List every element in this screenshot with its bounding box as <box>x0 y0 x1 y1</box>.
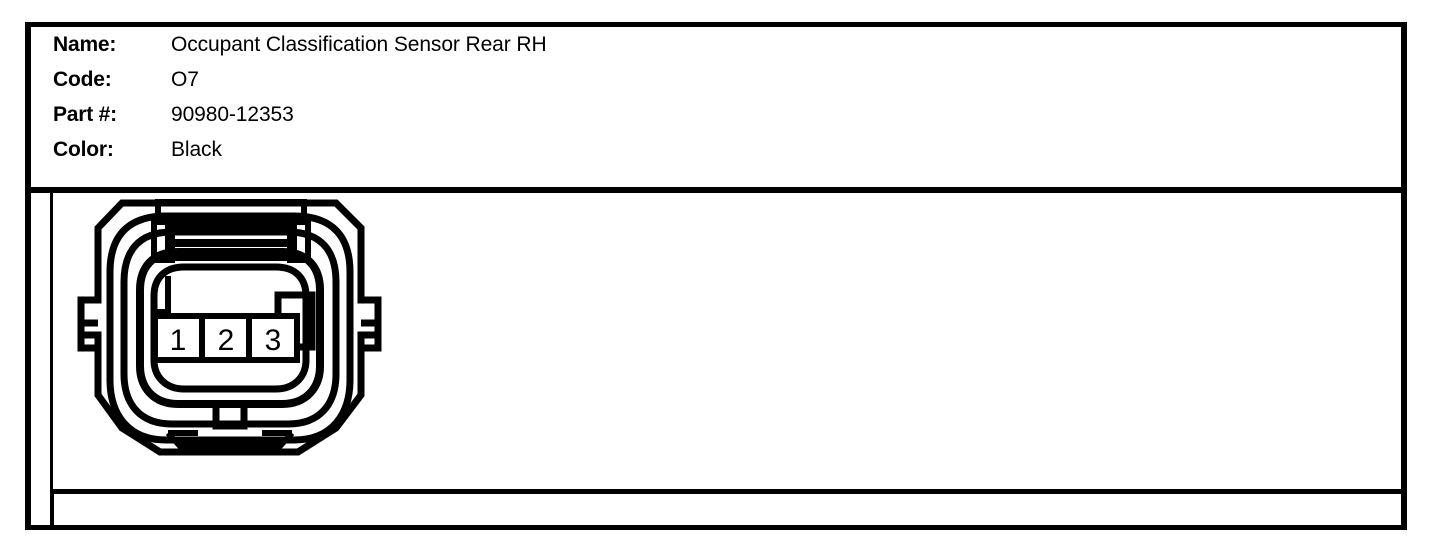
spec-row-name: Name: Occupant Classification Sensor Rear… <box>53 28 547 62</box>
drawing-panel <box>50 193 1401 490</box>
spec-value-color: Black <box>171 138 222 161</box>
spec-row-part-number: Part #: 90980-12353 <box>53 98 294 132</box>
pin-label-1: 1 <box>170 324 187 357</box>
spec-value-part-number: 90980-12353 <box>171 103 294 126</box>
spec-value-name: Occupant Classification Sensor Rear RH <box>171 33 547 56</box>
card-bottom-rule <box>25 525 1407 530</box>
pin-label-2: 2 <box>218 324 235 357</box>
drawing-panel-bottom-rule <box>50 489 1401 494</box>
spec-label-name: Name: <box>53 33 117 56</box>
card-frame <box>25 22 1407 530</box>
specification-list: Name: Occupant Classification Sensor Rear… <box>31 27 1401 192</box>
pin-label-3: 3 <box>265 324 282 357</box>
spec-label-part-number: Part #: <box>53 103 117 126</box>
spec-label-code: Code: <box>53 68 112 91</box>
spec-value-code: O7 <box>171 68 199 91</box>
pin-cavity-row: 1 2 3 <box>152 313 300 363</box>
bottom-left-stub <box>50 489 54 530</box>
spec-row-code: Code: O7 <box>53 63 199 97</box>
connector-diagram: 1 2 3 <box>77 199 382 456</box>
spec-row-color: Color: Black <box>53 133 222 167</box>
header-divider <box>25 187 1407 193</box>
spec-label-color: Color: <box>53 138 114 161</box>
